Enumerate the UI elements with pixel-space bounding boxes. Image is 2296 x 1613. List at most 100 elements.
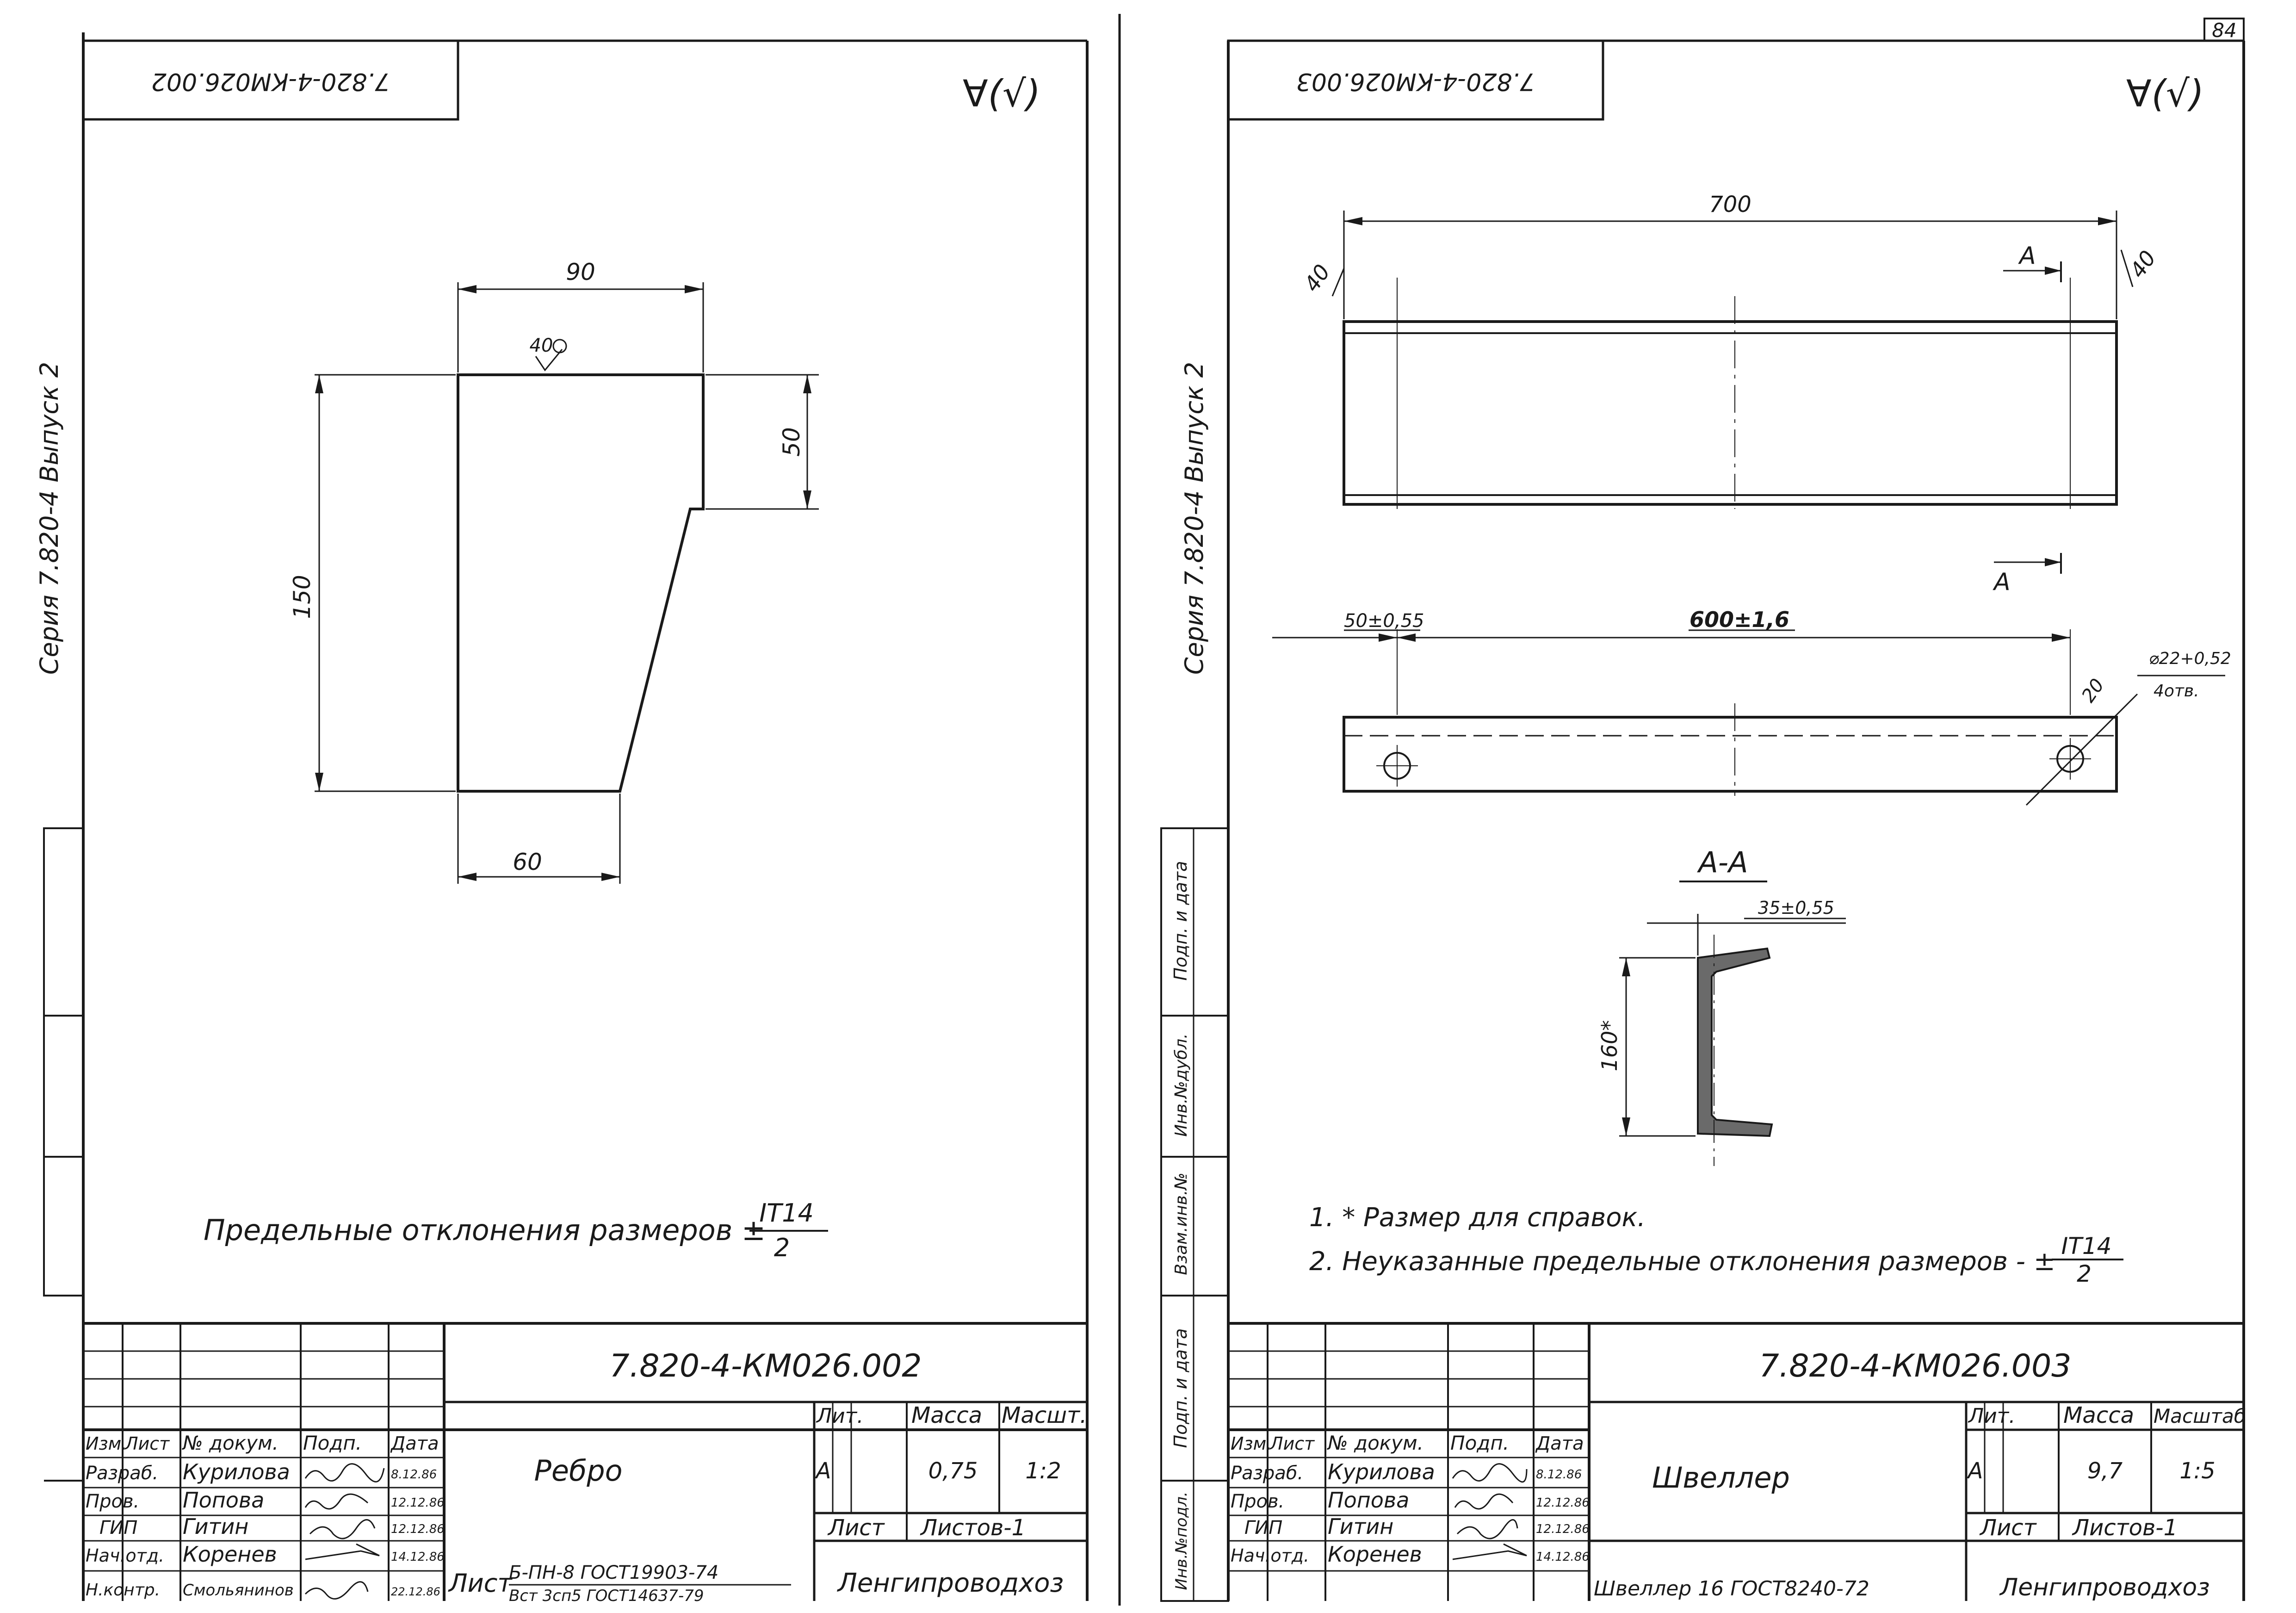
left-date-4: 22.12.86: [391, 1585, 440, 1598]
left-name-0: Курилова: [183, 1459, 290, 1484]
left-sheets-label: Листов-1: [920, 1515, 1026, 1541]
right-stamp-code: 7.820-4-КМ026.003: [1296, 68, 1535, 95]
left-tolerance-den: 2: [774, 1233, 790, 1262]
left-title-block: [83, 1322, 1087, 1601]
right-doc-code: 7.820-4-КМ026.003: [1759, 1348, 2071, 1384]
surface-roughness-value: 40: [530, 335, 553, 356]
left-tolerance-note: Предельные отклонения размеров ±: [204, 1213, 766, 1247]
right-name-3: Коренев: [1328, 1542, 1422, 1567]
left-date-1: 12.12.86: [391, 1496, 445, 1510]
right-stamp-box: [1227, 39, 1604, 121]
left-series-label: Серия 7.820-4 Выпуск 2: [35, 362, 64, 675]
right-material: Швеллер 16 ГОСТ8240-72: [1594, 1577, 1869, 1601]
left-lit-label: Лит.: [816, 1404, 863, 1428]
right-name-1: Попова: [1328, 1488, 1409, 1513]
left-date-3: 14.12.86: [391, 1550, 445, 1564]
dim-top: 90: [566, 259, 595, 285]
left-role-4: Н.контр.: [86, 1581, 160, 1600]
left-date-0: 8.12.86: [391, 1468, 437, 1482]
left-name-1: Попова: [183, 1488, 264, 1513]
right-series-label: Серия 7.820-4 Выпуск 2: [1180, 362, 1209, 675]
left-material-prefix: Лист: [448, 1569, 513, 1598]
left-hdr-sign: Подп.: [303, 1432, 362, 1454]
right-title-block: [1228, 1322, 2244, 1601]
right-signatures: [1452, 1463, 1528, 1560]
right-date-2: 12.12.86: [1536, 1522, 1590, 1536]
right-lit-label: Лит.: [1968, 1404, 2015, 1428]
dim-bottom: 60: [513, 849, 542, 875]
left-material-bottom: Вст 3сп5 ГОСТ14637-79: [509, 1587, 704, 1605]
right-tolerance-num: IT14: [2061, 1233, 2112, 1259]
right-scale-value: 1:5: [2179, 1458, 2215, 1484]
left-organization: Ленгипроводхоз: [837, 1568, 1064, 1598]
side-label-dubl: Инв.№дубл.: [1172, 1033, 1191, 1136]
right-organization: Ленгипроводхоз: [1999, 1574, 2210, 1601]
right-name-0: Курилова: [1328, 1459, 1435, 1484]
left-name-3: Коренев: [183, 1542, 277, 1567]
left-hdr-list: Лист: [124, 1433, 170, 1454]
left-hdr-date: Дата: [390, 1433, 439, 1454]
dim-flange: 35±0,55: [1758, 898, 1834, 918]
channel-section: [1697, 947, 1773, 1137]
right-sheet: 84 7.820-4-КМ026.003 ∀(√) Серия 7.820-4 …: [1160, 18, 2246, 1602]
dim-left: 150: [289, 575, 316, 619]
left-sheet: 7.820-4-КМ026.002 ∀(√) Серия 7.820-4 Вып…: [35, 32, 1089, 1605]
dim-hole-count: 4отв.: [2154, 682, 2199, 701]
left-roughness-symbol: ∀(√): [963, 72, 1040, 115]
side-label-podp-1: Подп. и дата: [1170, 861, 1191, 981]
side-label-inv-podl: Инв.№подл.: [1172, 1492, 1191, 1590]
right-role-1: Пров.: [1231, 1491, 1284, 1512]
dim-length: 700: [1709, 192, 1751, 217]
left-mass-label: Масса: [911, 1402, 982, 1428]
right-hdr-izm: Изм.: [1231, 1433, 1272, 1454]
side-label-podp-2: Подп. и дата: [1170, 1328, 1191, 1448]
right-scale-label: Масштаб: [2154, 1405, 2246, 1427]
right-date-0: 8.12.86: [1536, 1468, 1582, 1482]
right-mass-value: 9,7: [2087, 1458, 2123, 1484]
left-date-2: 12.12.86: [391, 1522, 445, 1536]
left-part-name: Ребро: [534, 1454, 622, 1488]
left-doc-code: 7.820-4-КМ026.002: [609, 1348, 922, 1384]
left-hdr-doc: № докум.: [182, 1432, 278, 1454]
right-roughness-symbol: ∀(√): [2126, 72, 2204, 115]
note-2: 2. Неуказанные предельные отклонения раз…: [1309, 1247, 2055, 1277]
section-title: А-А: [1696, 845, 1748, 879]
right-hdr-date: Дата: [1535, 1433, 1584, 1454]
rib-outline: [457, 373, 705, 793]
left-lit-value: А: [815, 1458, 831, 1484]
right-date-3: 14.12.86: [1536, 1550, 1590, 1564]
left-stamp-box: [82, 39, 459, 121]
right-sheets-label: Листов-1: [2072, 1515, 2178, 1541]
right-name-2: Гитин: [1328, 1514, 1393, 1539]
left-sheet-label: Лист: [827, 1515, 885, 1541]
channel-side-view: [1272, 629, 2138, 806]
left-stamp-code: 7.820-4-КМ026.002: [151, 68, 390, 95]
channel-top-view: [1343, 278, 2118, 509]
dim-right: 50: [778, 427, 805, 457]
note-1: 1. * Размер для справок.: [1309, 1203, 1646, 1233]
left-signatures: [304, 1463, 385, 1600]
side-label-vzam: Взам.инв.№: [1172, 1173, 1191, 1275]
right-date-1: 12.12.86: [1536, 1496, 1590, 1510]
left-material-top: Б-ПН-8 ГОСТ19903-74: [509, 1562, 718, 1583]
dim-hole-offset: 50±0,55: [1344, 610, 1424, 632]
dim-depth: 160*: [1597, 1020, 1622, 1072]
right-hdr-sign: Подп.: [1450, 1432, 1509, 1454]
right-lit-value: А: [1967, 1458, 1983, 1484]
right-side-strip: [1160, 827, 1229, 1602]
left-scale-value: 1:2: [1025, 1458, 1061, 1484]
section-mark-bottom: А: [1993, 568, 2011, 596]
right-role-3: Нач.отд.: [1231, 1545, 1309, 1566]
left-role-3: Нач.отд.: [86, 1545, 164, 1566]
right-hdr-doc: № докум.: [1327, 1432, 1423, 1454]
left-role-1: Пров.: [86, 1491, 139, 1512]
left-role-0: Разраб.: [86, 1463, 158, 1484]
right-sheet-label: Лист: [1979, 1515, 2037, 1541]
right-mass-label: Масса: [2063, 1402, 2134, 1428]
right-hdr-list: Лист: [1269, 1433, 1315, 1454]
section-mark-top: А: [2018, 242, 2036, 270]
left-name-2: Гитин: [183, 1514, 248, 1539]
left-tolerance-num: IT14: [759, 1198, 814, 1228]
left-hdr-izm: Изм.: [86, 1433, 127, 1454]
